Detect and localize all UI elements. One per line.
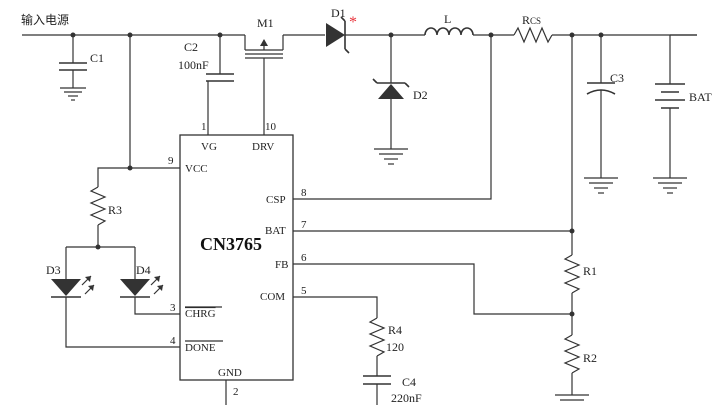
pin-com-name: COM <box>260 291 285 303</box>
resistor-r1: R1 <box>563 35 597 335</box>
pin-done-num: 4 <box>170 335 176 347</box>
pin-chrg-num: 3 <box>170 302 176 314</box>
pin-gnd-name: GND <box>218 367 242 379</box>
capacitor-c4: C4 220nF <box>363 375 422 405</box>
capacitor-c1: C1 <box>59 35 104 101</box>
pin-fb-name: FB <box>275 259 288 271</box>
c4-label: C4 <box>402 375 416 389</box>
c1-label: C1 <box>90 51 104 65</box>
led-d3: D3 <box>46 247 95 298</box>
rcs-label: RCS <box>522 13 541 27</box>
pin-vcc-num: 9 <box>168 155 174 167</box>
c2-label: C2 <box>184 40 198 54</box>
d4-label: D4 <box>136 263 151 277</box>
pin-com-num: 5 <box>301 285 307 297</box>
c3-label: C3 <box>610 71 624 85</box>
pin-fb-num: 6 <box>301 252 307 264</box>
pin-done-name: DONE <box>185 342 216 354</box>
resistor-r2: R2 <box>555 334 597 401</box>
pin-csp-num: 8 <box>301 187 307 199</box>
ic-cn3765: CN3765 1 VG 10 DRV 9 VCC 8 CSP 7 BAT 6 F… <box>65 35 575 405</box>
led-d4: D4 <box>120 247 164 298</box>
d3-label: D3 <box>46 263 61 277</box>
c2-value: 100nF <box>178 58 209 72</box>
inductor-l: L <box>424 12 514 38</box>
diode-d2: D2 <box>372 35 428 165</box>
m1-label: M1 <box>257 16 274 30</box>
pin-vg-name: VG <box>201 141 217 153</box>
d2-label: D2 <box>413 88 428 102</box>
input-rail: 输入电源 <box>21 12 245 38</box>
resistor-r3: R3 <box>66 186 135 250</box>
capacitor-c3: C3 <box>584 35 624 194</box>
pin-bat-name: BAT <box>265 225 286 237</box>
input-power-label: 输入电源 <box>21 12 69 27</box>
mosfet-m1: M1 <box>244 16 325 135</box>
pin-vg-num: 1 <box>201 121 207 133</box>
resistor-r4: R4 120 <box>368 317 404 376</box>
c4-value: 220nF <box>391 391 422 405</box>
pin-gnd-num: 2 <box>233 386 239 398</box>
battery-bat: BAT <box>653 34 712 194</box>
pin-vcc-name: VCC <box>185 163 208 175</box>
pin-drv-num: 10 <box>265 121 277 133</box>
pin-bat-num: 7 <box>301 219 307 231</box>
ic-name: CN3765 <box>200 234 262 254</box>
diode-d1: D1 * <box>326 6 425 54</box>
r1-label: R1 <box>583 264 597 278</box>
d1-label: D1 <box>331 6 346 20</box>
r2-label: R2 <box>583 351 597 365</box>
bat-label: BAT <box>689 90 712 104</box>
pin-chrg-name: CHRG <box>185 308 216 320</box>
r4-value: 120 <box>386 340 404 354</box>
inductor-label: L <box>444 12 451 26</box>
vcc-net <box>97 35 133 187</box>
r3-label: R3 <box>108 203 122 217</box>
pin-drv-name: DRV <box>252 141 274 153</box>
d1-mark: * <box>349 14 357 31</box>
r4-label: R4 <box>388 323 402 337</box>
capacitor-c2: C2 100nF <box>178 35 234 135</box>
pin-csp-name: CSP <box>266 194 286 206</box>
